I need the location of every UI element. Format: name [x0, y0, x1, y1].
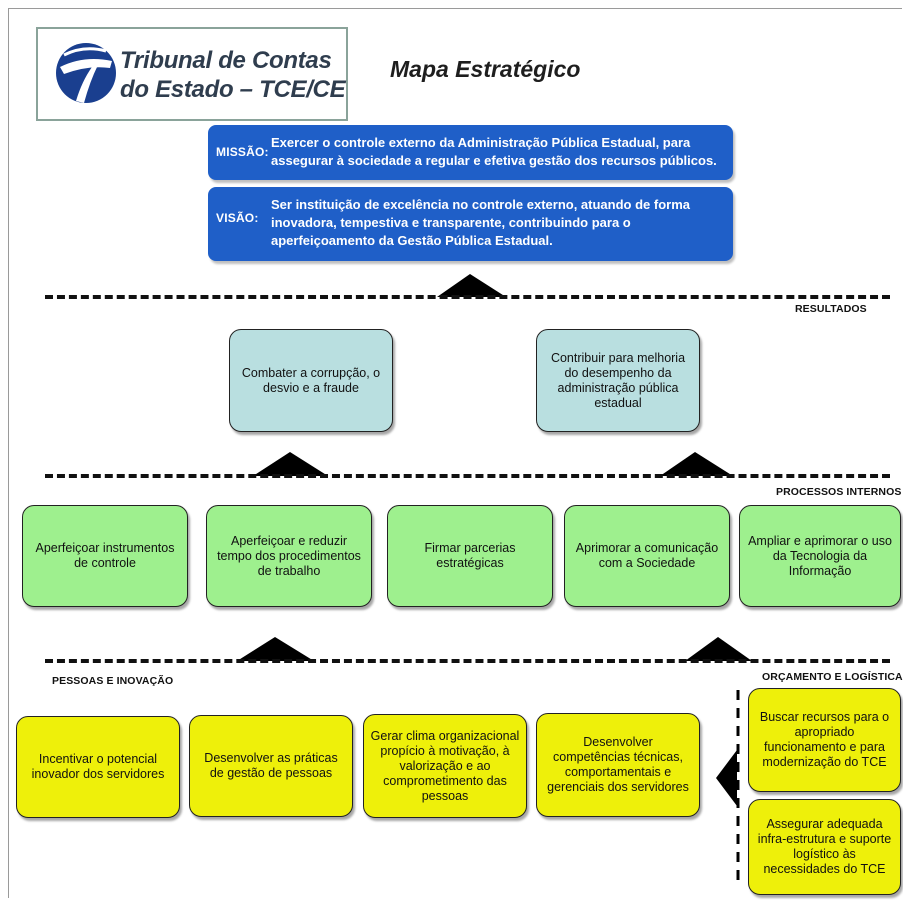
people-box: Desenvolver as práticas de gestão de pes… — [189, 715, 353, 817]
mission-label: MISSÃO: — [216, 145, 269, 159]
result-box: Combater a corrupção, o desvio e a fraud… — [229, 329, 393, 432]
process-box: Aprimorar a comunicação com a Sociedade — [564, 505, 730, 607]
budget-box: Buscar recursos para o apropriado funcio… — [748, 688, 901, 792]
process-box: Aperfeiçoar e reduzir tempo dos procedim… — [206, 505, 372, 607]
arrow-up-icon — [685, 637, 752, 661]
vision-label: VISÃO: — [216, 211, 259, 225]
page-frame — [8, 8, 902, 898]
org-name-line2: do Estado – TCE/CE — [120, 76, 346, 103]
org-name: Tribunal de Contas do Estado – TCE/CE — [120, 46, 346, 104]
people-box: Desenvolver competências técnicas, compo… — [536, 713, 700, 817]
org-name-line1: Tribunal de Contas — [120, 47, 332, 74]
vision-box: VISÃO: Ser instituição de excelência no … — [208, 187, 733, 261]
section-label-resultados: RESULTADOS — [795, 303, 867, 315]
logo-box: Tribunal de Contas do Estado – TCE/CE — [36, 27, 348, 121]
section-label-pessoas: PESSOAS E INOVAÇÃO — [52, 675, 174, 687]
people-box: Gerar clima organizacional propício à mo… — [363, 714, 527, 818]
section-label-orcamento: ORÇAMENTO E LOGÍSTICA — [762, 671, 903, 683]
separator-resultados — [45, 295, 890, 299]
separator-pessoas — [45, 659, 890, 663]
arrow-up-icon — [660, 452, 733, 476]
budget-box: Assegurar adequada infra-estrutura e sup… — [748, 799, 901, 895]
separator-processos — [45, 474, 890, 478]
arrow-left-icon — [716, 750, 737, 806]
process-box: Firmar parcerias estratégicas — [387, 505, 553, 607]
arrow-up-icon — [437, 274, 506, 297]
process-box: Aperfeiçoar instrumentos de controle — [22, 505, 188, 607]
result-box: Contribuir para melhoria do desempenho d… — [536, 329, 700, 432]
mission-box: MISSÃO: Exercer o controle externo da Ad… — [208, 125, 733, 180]
tce-logo-icon — [56, 43, 116, 103]
arrow-up-icon — [253, 452, 328, 476]
vision-text: Ser instituição de excelência no control… — [271, 197, 690, 248]
mission-text: Exercer o controle externo da Administra… — [271, 135, 717, 168]
section-label-processos: PROCESSOS INTERNOS — [776, 486, 902, 498]
page-title: Mapa Estratégico — [390, 56, 581, 82]
people-box: Incentivar o potencial inovador dos serv… — [16, 716, 180, 818]
arrow-up-icon — [237, 637, 314, 661]
process-box: Ampliar e aprimorar o uso da Tecnologia … — [739, 505, 901, 607]
